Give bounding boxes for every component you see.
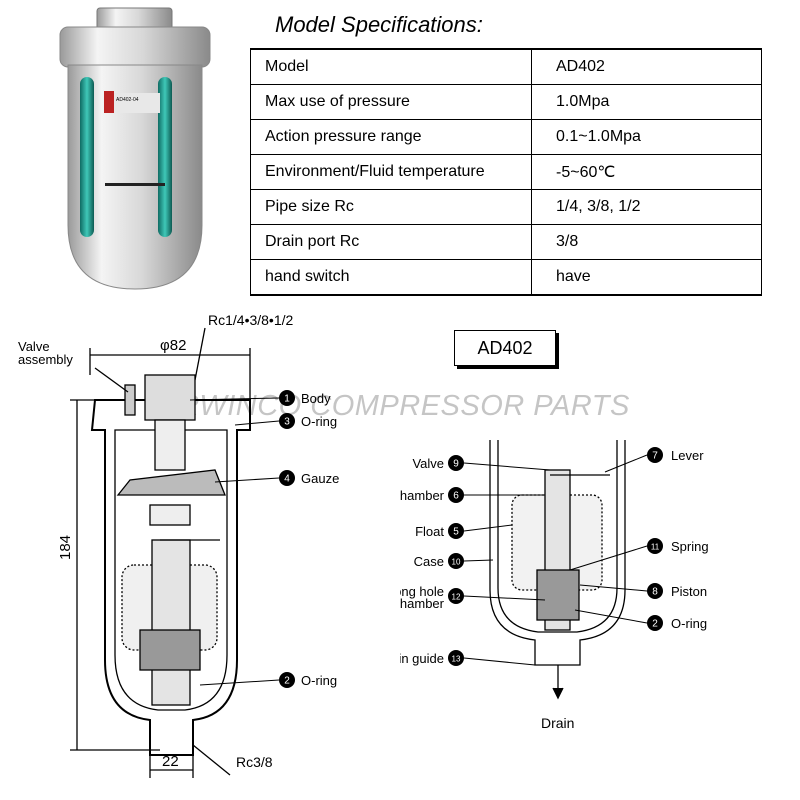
right-callout-number: 5 (453, 527, 459, 538)
right-callout-number: 10 (452, 558, 461, 567)
spec-value: have (531, 259, 762, 296)
watermark: AIRWINCO COMPRESSOR PARTS (150, 390, 630, 422)
leader-line (569, 545, 648, 571)
right-callout-badge (647, 538, 663, 554)
right-callout-badge (448, 455, 464, 471)
spec-label: Pipe size Rc (250, 189, 532, 225)
leader-line (189, 397, 280, 401)
right-callout-label: Long holeof chamber (400, 584, 445, 611)
spec-title: Model Specifications: (275, 12, 483, 37)
right-callout-badge (448, 523, 464, 539)
right-callout-number: 9 (453, 459, 459, 470)
right-callout-number: 11 (651, 543, 660, 552)
right-callout-badge (448, 650, 464, 666)
right-callout-number: 7 (652, 451, 658, 462)
spec-value: -5~60℃ (531, 154, 762, 190)
leader-line (463, 559, 494, 562)
left-callout-o-ring-number: 2 (284, 676, 290, 687)
left-callout-o-ring-badge (279, 413, 295, 429)
dim-height: 184 (57, 535, 74, 560)
leader-line (463, 657, 536, 666)
leader-line (214, 477, 280, 483)
right-callout-label: Valve (412, 456, 444, 471)
right-callout-number: 8 (652, 587, 658, 598)
right-callout-number: 6 (453, 491, 459, 502)
right-callout-label: O-ring (671, 616, 707, 631)
left-callout-label: O-ring (301, 414, 337, 429)
right-callout-number: 2 (652, 619, 658, 630)
spec-label: hand switch (250, 259, 532, 296)
right-callout-number: 13 (452, 655, 461, 664)
right-callout-number: 12 (452, 593, 461, 602)
dim-diameter: φ82 (160, 337, 186, 354)
left-callout-label: O-ring (301, 673, 337, 688)
photo-body-label: AD402-04 (116, 97, 139, 103)
right-callout-label: Case (414, 554, 444, 569)
right-callout-label: Drain guide (400, 651, 444, 666)
spec-label: Model (250, 48, 532, 85)
right-callout-badge (647, 583, 663, 599)
spec-value: AD402 (531, 48, 762, 85)
dim-thread-top: Rc1/4•3/8•1/2 (208, 312, 294, 328)
leader-line (579, 584, 648, 592)
leader-line (463, 524, 513, 532)
left-callout-body-badge (279, 390, 295, 406)
leader-line (574, 609, 648, 624)
dim-width-bottom: 22 (162, 753, 179, 770)
right-callout-badge (448, 487, 464, 503)
right-callout-badge (647, 447, 663, 463)
right-callout-label: Lever (671, 448, 704, 463)
leader-line (234, 420, 280, 426)
spec-label: Drain port Rc (250, 224, 532, 260)
right-callout-label: Piston (671, 584, 707, 599)
left-callout-label: Body (301, 391, 331, 406)
right-callout-label: Float (415, 524, 444, 539)
left-callout-gauze-badge (279, 470, 295, 486)
dim-thread-bottom: Rc3/8 (236, 754, 273, 770)
right-cross-section-diagram: 9 Valve 6 Chamber 5 Float 10 Case 12 Long holeof … (400, 440, 709, 731)
left-callout-o-ring-number: 3 (284, 417, 290, 428)
right-callout-badge (448, 553, 464, 569)
left-callout-label: Gauze (301, 471, 339, 486)
spec-label: Environment/Fluid temperature (250, 154, 532, 190)
spec-value: 1/4, 3/8, 1/2 (531, 189, 762, 225)
spec-value: 0.1~1.0Mpa (531, 119, 762, 155)
product-photo: AD402-04 (59, 7, 211, 290)
spec-row: Environment/Fluid temperature-5~60℃ (250, 154, 762, 190)
leader-line (463, 595, 546, 601)
spec-label: Action pressure range (250, 119, 532, 155)
left-callout-gauze-number: 4 (284, 474, 290, 485)
leader-line (199, 679, 280, 686)
left-callout-body-number: 1 (284, 394, 290, 405)
spec-value: 1.0Mpa (531, 84, 762, 120)
model-label-box: AD402 (454, 330, 556, 366)
right-callout-badge (647, 615, 663, 631)
spec-value: 3/8 (531, 224, 762, 260)
leader-line (604, 454, 648, 473)
leader-line (463, 462, 551, 471)
left-callout-o-ring-badge (279, 672, 295, 688)
right-callout-label: Chamber (400, 488, 445, 503)
right-callout-badge (448, 588, 464, 604)
drain-label: Drain (541, 715, 574, 731)
right-callout-label: Spring (671, 539, 709, 554)
spec-label: Max use of pressure (250, 84, 532, 120)
